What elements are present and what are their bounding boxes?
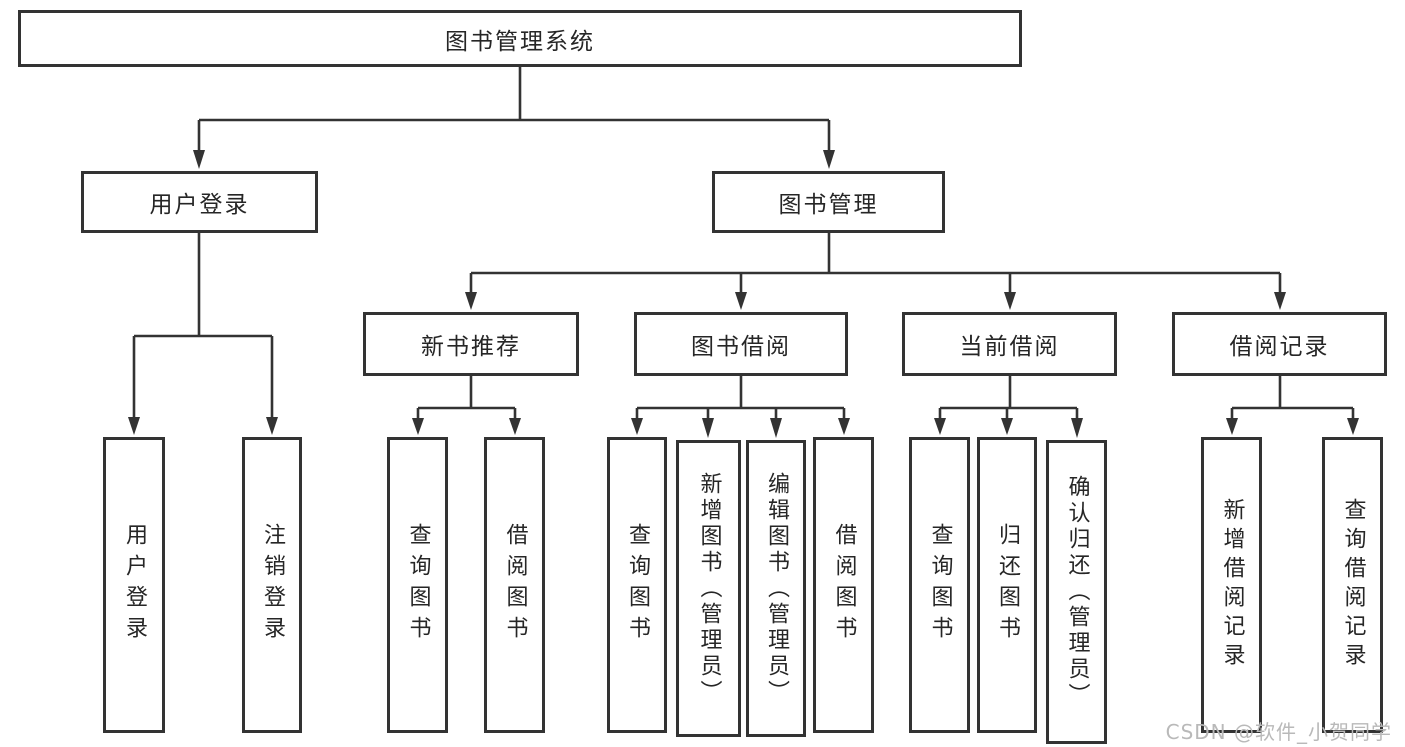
- node-user-login: 用户登录: [81, 171, 318, 233]
- leaf-logout: 注销登录: [242, 437, 302, 733]
- leaf-edit-book-admin: 编辑图书（管理员）: [746, 440, 806, 737]
- leaf-query-books-borrow: 查询图书: [607, 437, 667, 733]
- node-new-book-recommend: 新书推荐: [363, 312, 579, 376]
- connector-lines: [132, 67, 1355, 419]
- leaf-confirm-return-admin: 确认归还（管理员）: [1046, 440, 1107, 744]
- leaf-query-books-recommend: 查询图书: [387, 437, 448, 733]
- leaf-query-borrow-record: 查询借阅记录: [1322, 437, 1383, 733]
- leaf-add-borrow-record: 新增借阅记录: [1201, 437, 1262, 733]
- node-borrow-records: 借阅记录: [1172, 312, 1387, 376]
- node-book-management: 图书管理: [712, 171, 945, 233]
- leaf-user-login: 用户登录: [103, 437, 165, 733]
- node-root: 图书管理系统: [18, 10, 1022, 67]
- leaf-return-books: 归还图书: [977, 437, 1037, 733]
- arrowheads: [128, 150, 1359, 438]
- leaf-add-book-admin: 新增图书（管理员）: [676, 440, 741, 737]
- node-current-borrow: 当前借阅: [902, 312, 1117, 376]
- node-book-borrow: 图书借阅: [634, 312, 848, 376]
- leaf-query-books-current: 查询图书: [909, 437, 970, 733]
- leaf-borrow-books-recommend: 借阅图书: [484, 437, 545, 733]
- watermark: CSDN @软件_小贺同学: [1165, 720, 1392, 744]
- leaf-borrow-books: 借阅图书: [813, 437, 874, 733]
